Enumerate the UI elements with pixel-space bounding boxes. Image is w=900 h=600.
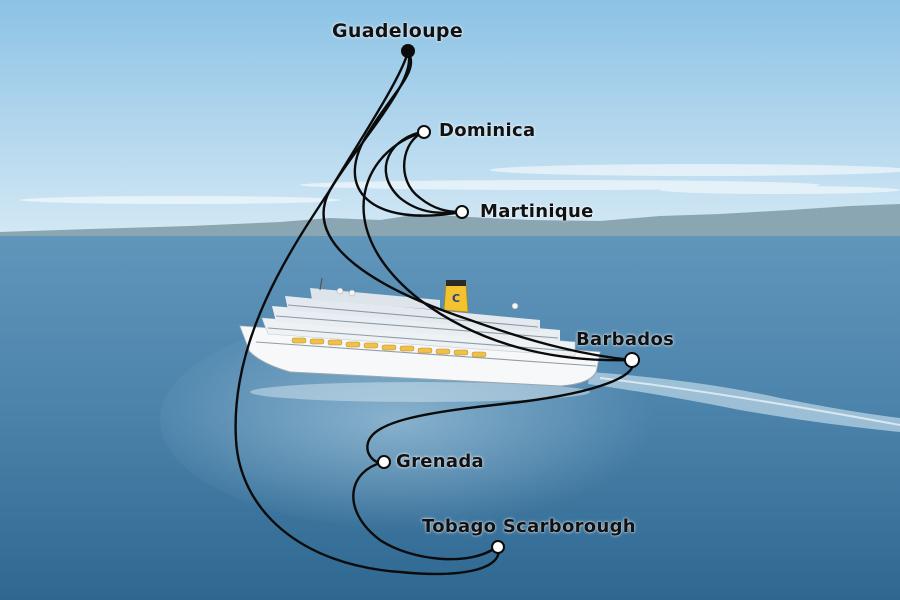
route-guadeloupe-barbados — [322, 50, 634, 362]
distant-hills — [0, 204, 900, 238]
route-dominica-martinique-b — [403, 130, 464, 214]
port-label-martinique: Martinique — [480, 201, 594, 222]
port-marker-icon — [377, 455, 391, 469]
port-marker-icon — [455, 205, 469, 219]
port-marker-icon — [417, 125, 431, 139]
port-label-dominica: Dominica — [439, 120, 536, 141]
port-label-guadeloupe: Guadeloupe — [332, 20, 464, 42]
port-marker-icon — [491, 540, 505, 554]
ship-wake — [588, 372, 900, 432]
port-markers — [377, 44, 640, 554]
port-marker-icon — [624, 352, 640, 368]
port-marker-icon — [401, 44, 415, 58]
port-label-tobago-scarborough: Tobago Scarborough — [422, 516, 636, 537]
route-lines — [234, 50, 635, 576]
route-grenada-tobago — [352, 460, 500, 561]
port-label-barbados: Barbados — [576, 329, 675, 350]
route-barbados-grenada — [366, 358, 635, 464]
port-label-grenada: Grenada — [396, 451, 484, 472]
svg-text:C: C — [452, 292, 460, 305]
route-tobago-guadeloupe — [234, 50, 500, 576]
clouds — [20, 164, 900, 204]
cruise-ship-icon: C — [239, 277, 601, 402]
